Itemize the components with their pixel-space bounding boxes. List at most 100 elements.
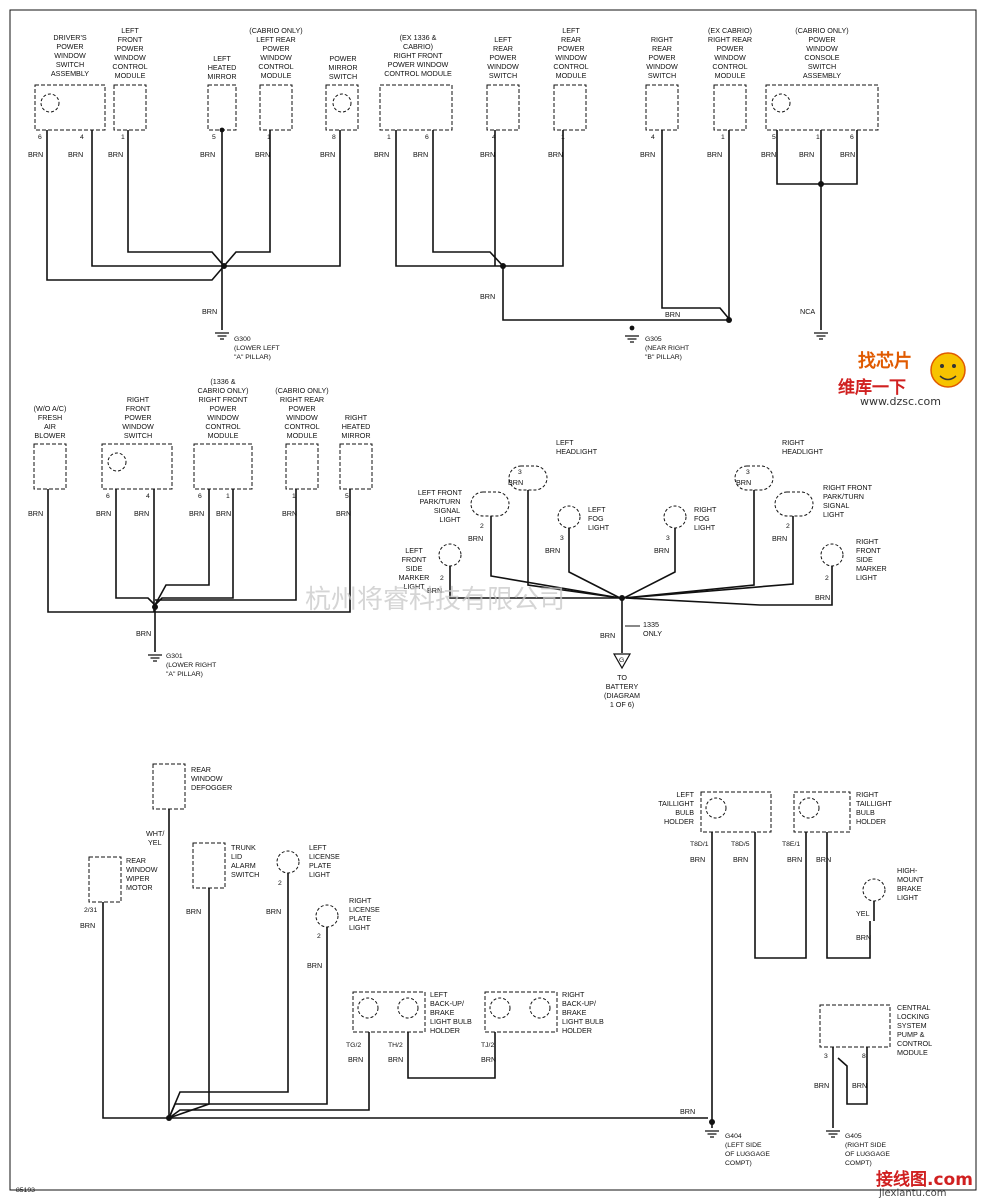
svg-text:LEFT: LEFT (213, 54, 231, 63)
svg-text:TO: TO (617, 673, 627, 682)
svg-text:2: 2 (440, 575, 444, 582)
svg-text:WINDOW: WINDOW (260, 53, 292, 62)
svg-text:WINDOW: WINDOW (126, 865, 158, 874)
svg-text:REAR: REAR (493, 44, 513, 53)
svg-text:G404: G404 (725, 1133, 742, 1140)
svg-text:LEFT: LEFT (562, 26, 580, 35)
svg-text:RIGHT FRONT: RIGHT FRONT (823, 483, 873, 492)
svg-text:FRONT: FRONT (402, 555, 427, 564)
svg-text:RIGHT: RIGHT (127, 395, 150, 404)
jiexiantu-logo: 接线图.com jiexiantu.com (876, 1169, 973, 1199)
svg-text:TRUNK: TRUNK (231, 843, 256, 852)
svg-text:3: 3 (746, 469, 750, 476)
svg-text:维库一下: 维库一下 (838, 377, 906, 398)
svg-text:BRN: BRN (413, 150, 428, 159)
svg-text:FRONT: FRONT (118, 35, 143, 44)
svg-text:6: 6 (198, 493, 202, 500)
rear-window-defogger: REAR WINDOW DEFOGGER (152, 763, 232, 810)
left-taillight-bulb-holder: LEFT TAILLIGHT BULB HOLDER (658, 790, 772, 833)
svg-text:BULB: BULB (856, 808, 875, 817)
svg-text:(W/O A/C): (W/O A/C) (34, 404, 67, 413)
svg-text:MODULE: MODULE (208, 431, 239, 440)
right-front-power-window-switch: RIGHT FRONT POWER WINDOW SWITCH (101, 395, 173, 490)
svg-text:BRN: BRN (202, 307, 217, 316)
rear-window-wiper-motor: REAR WINDOW WIPER MOTOR (88, 856, 158, 903)
right-rear-power-window-control-module-ex-cabrio: (EX CABRIO) RIGHT REAR POWER WINDOW CONT… (708, 26, 752, 131)
svg-text:POWER: POWER (56, 42, 83, 51)
svg-text:MIRROR: MIRROR (341, 431, 370, 440)
svg-text:RIGHT REAR: RIGHT REAR (708, 35, 752, 44)
svg-text:G300: G300 (234, 336, 251, 343)
svg-text:2: 2 (480, 523, 484, 530)
section-g404-g405: REAR WINDOW DEFOGGER WHT/ YEL TRUNK LID … (80, 763, 932, 1167)
svg-text:2: 2 (278, 880, 282, 887)
svg-text:SWITCH: SWITCH (124, 431, 152, 440)
svg-text:TAILLIGHT: TAILLIGHT (658, 799, 694, 808)
svg-text:BRN: BRN (320, 150, 335, 159)
svg-text:BRN: BRN (68, 150, 83, 159)
svg-text:BRAKE: BRAKE (562, 1008, 587, 1017)
wire (91, 130, 224, 267)
drivers-power-window-switch-assembly: DRIVER'S POWER WINDOW SWITCH ASSEMBLY (34, 33, 106, 131)
svg-text:LEFT REAR: LEFT REAR (256, 35, 295, 44)
svg-text:SYSTEM: SYSTEM (897, 1021, 927, 1030)
svg-text:MARKER: MARKER (399, 573, 430, 582)
svg-text:2: 2 (786, 523, 790, 530)
svg-text:5: 5 (345, 493, 349, 500)
component-label: DRIVER'S (53, 33, 87, 42)
svg-text:G305: G305 (645, 336, 662, 343)
svg-text:MODULE: MODULE (897, 1048, 928, 1057)
ground-symbol-g405 (826, 1130, 840, 1138)
svg-text:(LEFT SIDE: (LEFT SIDE (725, 1142, 762, 1149)
svg-text:SWITCH: SWITCH (56, 60, 84, 69)
svg-text:RIGHT FRONT: RIGHT FRONT (199, 395, 249, 404)
svg-text:(LOWER LEFT: (LOWER LEFT (234, 345, 280, 352)
svg-text:SWITCH: SWITCH (808, 62, 836, 71)
svg-text:BATTERY: BATTERY (606, 682, 639, 691)
svg-text:LEFT: LEFT (676, 790, 694, 799)
svg-text:1: 1 (387, 134, 391, 141)
svg-text:BRN: BRN (508, 478, 523, 487)
svg-text:RIGHT: RIGHT (562, 990, 585, 999)
svg-text:6: 6 (38, 134, 42, 141)
svg-text:RIGHT: RIGHT (782, 438, 805, 447)
svg-text:CABRIO): CABRIO) (403, 42, 433, 51)
svg-text:CENTRAL: CENTRAL (897, 1003, 931, 1012)
svg-text:MODULE: MODULE (115, 71, 146, 80)
svg-text:ASSEMBLY: ASSEMBLY (803, 71, 841, 80)
svg-text:8: 8 (332, 134, 336, 141)
svg-text:NCA: NCA (800, 307, 815, 316)
svg-text:POWER: POWER (288, 404, 315, 413)
svg-text:REAR: REAR (561, 35, 581, 44)
svg-text:FOG: FOG (588, 514, 604, 523)
svg-text:G: G (619, 657, 624, 664)
svg-text:RIGHT: RIGHT (856, 790, 879, 799)
power-mirror-switch: POWER MIRROR SWITCH (325, 54, 359, 131)
svg-text:BRN: BRN (856, 933, 871, 942)
svg-text:(DIAGRAM: (DIAGRAM (604, 691, 640, 700)
svg-text:5: 5 (212, 134, 216, 141)
svg-text:BRN: BRN (707, 150, 722, 159)
smiley-icon (930, 352, 966, 388)
svg-text:PLATE: PLATE (349, 914, 371, 923)
svg-text:4: 4 (80, 134, 84, 141)
central-locking-system-pump-control-module: CENTRAL LOCKING SYSTEM PUMP & CONTROL MO… (819, 1003, 932, 1057)
svg-text:CONTROL: CONTROL (112, 62, 147, 71)
svg-text:OF LUGGAGE: OF LUGGAGE (845, 1151, 890, 1158)
svg-text:SIGNAL: SIGNAL (434, 506, 460, 515)
right-backup-brake-light-bulb-holder: RIGHT BACK-UP/ BRAKE LIGHT BULB HOLDER (484, 990, 604, 1035)
svg-text:RIGHT: RIGHT (349, 896, 372, 905)
ground-symbol-g305 (625, 335, 639, 343)
svg-text:"B" PILLAR): "B" PILLAR) (645, 354, 682, 361)
svg-text:LEFT FRONT: LEFT FRONT (418, 488, 463, 497)
svg-text:(CABRIO ONLY): (CABRIO ONLY) (795, 26, 848, 35)
svg-text:BRN: BRN (787, 855, 802, 864)
svg-text:BRN: BRN (96, 509, 111, 518)
svg-text:BRN: BRN (336, 509, 351, 518)
svg-text:HOLDER: HOLDER (664, 817, 694, 826)
svg-text:BRN: BRN (134, 509, 149, 518)
svg-text:OF LUGGAGE: OF LUGGAGE (725, 1151, 770, 1158)
svg-text:BRN: BRN (374, 150, 389, 159)
